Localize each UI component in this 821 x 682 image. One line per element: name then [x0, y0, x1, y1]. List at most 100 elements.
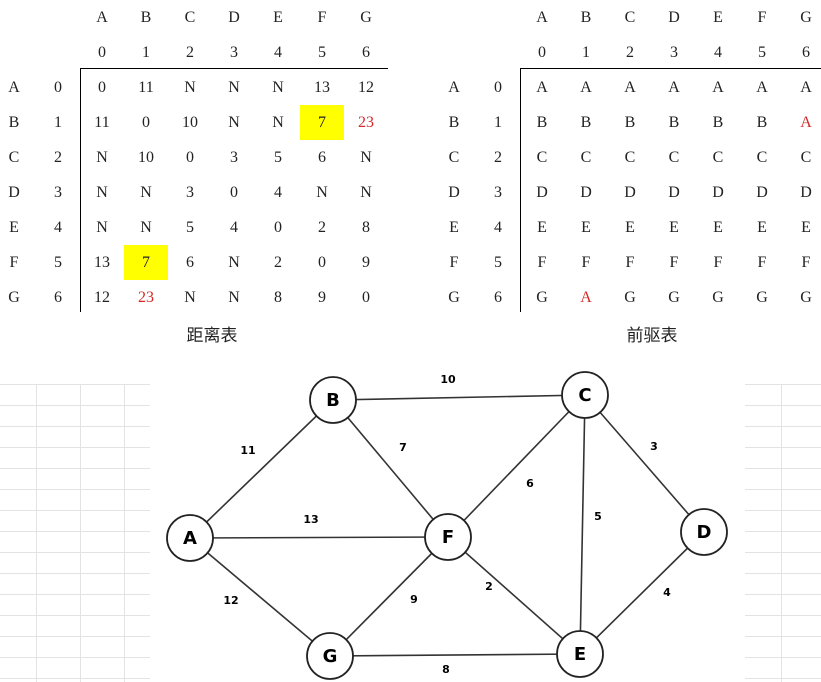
distance-row-letter: E	[9, 218, 19, 236]
predecessor-col-index: 3	[670, 43, 678, 61]
predecessor-cell: C	[712, 148, 724, 166]
distance-row-index: 0	[54, 78, 62, 96]
distance-cell: 0	[230, 183, 238, 201]
edge-weight-label: 2	[485, 580, 493, 593]
predecessor-row-letter: C	[448, 148, 460, 166]
predecessor-cell: F	[625, 253, 635, 271]
distance-col-letter: B	[140, 8, 152, 26]
distance-row-index: 4	[54, 218, 62, 236]
predecessor-cell: C	[756, 148, 768, 166]
predecessor-cell: A	[800, 78, 812, 96]
edge-weight-label: 11	[240, 444, 255, 457]
predecessor-col-index: 0	[538, 43, 546, 61]
distance-col-letter: A	[96, 8, 108, 26]
distance-cell: N	[272, 113, 284, 131]
edge-A-G	[189, 537, 331, 657]
distance-cell: 13	[94, 253, 110, 271]
distance-col-index: 3	[230, 43, 238, 61]
edge-weight-label: 8	[442, 663, 450, 676]
distance-cell: 10	[182, 113, 198, 131]
distance-cell: N	[228, 78, 240, 96]
distance-cell: 7	[124, 244, 168, 280]
distance-row-index: 2	[54, 148, 62, 166]
predecessor-cell: G	[712, 288, 724, 306]
node-label: E	[574, 644, 586, 665]
predecessor-row-index: 3	[494, 183, 502, 201]
predecessor-cell: A	[756, 78, 768, 96]
predecessor-row-letter: E	[449, 218, 459, 236]
background-grid-right	[745, 384, 821, 682]
predecessor-cell: D	[580, 183, 592, 201]
distance-cell: 0	[318, 253, 326, 271]
distance-cell: 13	[314, 78, 330, 96]
node-label: F	[442, 527, 454, 548]
predecessor-col-letter: C	[624, 8, 636, 26]
distance-cell: N	[272, 78, 284, 96]
distance-cell: 4	[230, 218, 238, 236]
distance-cell: N	[96, 148, 108, 166]
predecessor-row-index: 2	[494, 148, 502, 166]
predecessor-cell: B	[580, 113, 592, 131]
node-A	[166, 514, 214, 562]
distance-cell: 6	[318, 148, 326, 166]
distance-cell: 3	[186, 183, 194, 201]
predecessor-cell: G	[800, 288, 812, 306]
distance-row-letter: B	[8, 113, 20, 131]
predecessor-cell: A	[536, 78, 548, 96]
predecessor-cell: E	[713, 218, 723, 236]
distance-row-index: 3	[54, 183, 62, 201]
distance-col-index: 4	[274, 43, 282, 61]
node-label: D	[697, 522, 712, 543]
predecessor-cell: C	[580, 148, 592, 166]
predecessor-col-letter: D	[668, 8, 680, 26]
distance-col-letter: E	[273, 8, 283, 26]
predecessor-cell: E	[537, 218, 547, 236]
distance-cell: N	[140, 183, 152, 201]
predecessor-cell: B	[536, 113, 548, 131]
distance-cell: 3	[230, 148, 238, 166]
node-C	[561, 371, 609, 419]
predecessor-row-letter: A	[448, 78, 460, 96]
distance-col-index: 0	[98, 43, 106, 61]
predecessor-cell: B	[624, 113, 636, 131]
distance-cell: 0	[362, 288, 370, 306]
distance-row-letter: A	[8, 78, 20, 96]
predecessor-cell: E	[581, 218, 591, 236]
predecessor-cell: A	[800, 113, 812, 131]
distance-row-index: 6	[54, 288, 62, 306]
distance-col-index: 2	[186, 43, 194, 61]
predecessor-cell: B	[668, 113, 680, 131]
distance-cell: 8	[362, 218, 370, 236]
predecessor-row-index: 0	[494, 78, 502, 96]
node-B	[309, 376, 357, 424]
predecessor-cell: D	[712, 183, 724, 201]
distance-cell: N	[316, 183, 328, 201]
predecessor-cell: C	[536, 148, 548, 166]
distance-cell: N	[360, 148, 372, 166]
predecessor-cell: C	[800, 148, 812, 166]
edge-weight-label: 10	[440, 373, 456, 386]
distance-cell: N	[228, 253, 240, 271]
predecessor-cell: G	[624, 288, 636, 306]
predecessor-header-divider	[520, 68, 821, 69]
predecessor-cell: A	[580, 288, 592, 306]
edge-G-E	[329, 653, 581, 657]
predecessor-cell: E	[757, 218, 767, 236]
distance-col-letter: G	[360, 8, 372, 26]
distance-cell: 9	[318, 288, 326, 306]
distance-cell: 0	[274, 218, 282, 236]
predecessor-cell: D	[536, 183, 548, 201]
predecessor-col-letter: F	[757, 8, 767, 26]
distance-row-letter: D	[8, 183, 20, 201]
distance-cell: 11	[138, 78, 154, 96]
predecessor-row-index: 6	[494, 288, 502, 306]
predecessor-cell: A	[624, 78, 636, 96]
node-F	[424, 513, 472, 561]
distance-cell: 12	[94, 288, 110, 306]
predecessor-row-index: 5	[494, 253, 502, 271]
node-D	[680, 508, 728, 556]
predecessor-cell: A	[712, 78, 724, 96]
distance-row-divider	[80, 68, 81, 312]
distance-row-index: 1	[54, 113, 62, 131]
